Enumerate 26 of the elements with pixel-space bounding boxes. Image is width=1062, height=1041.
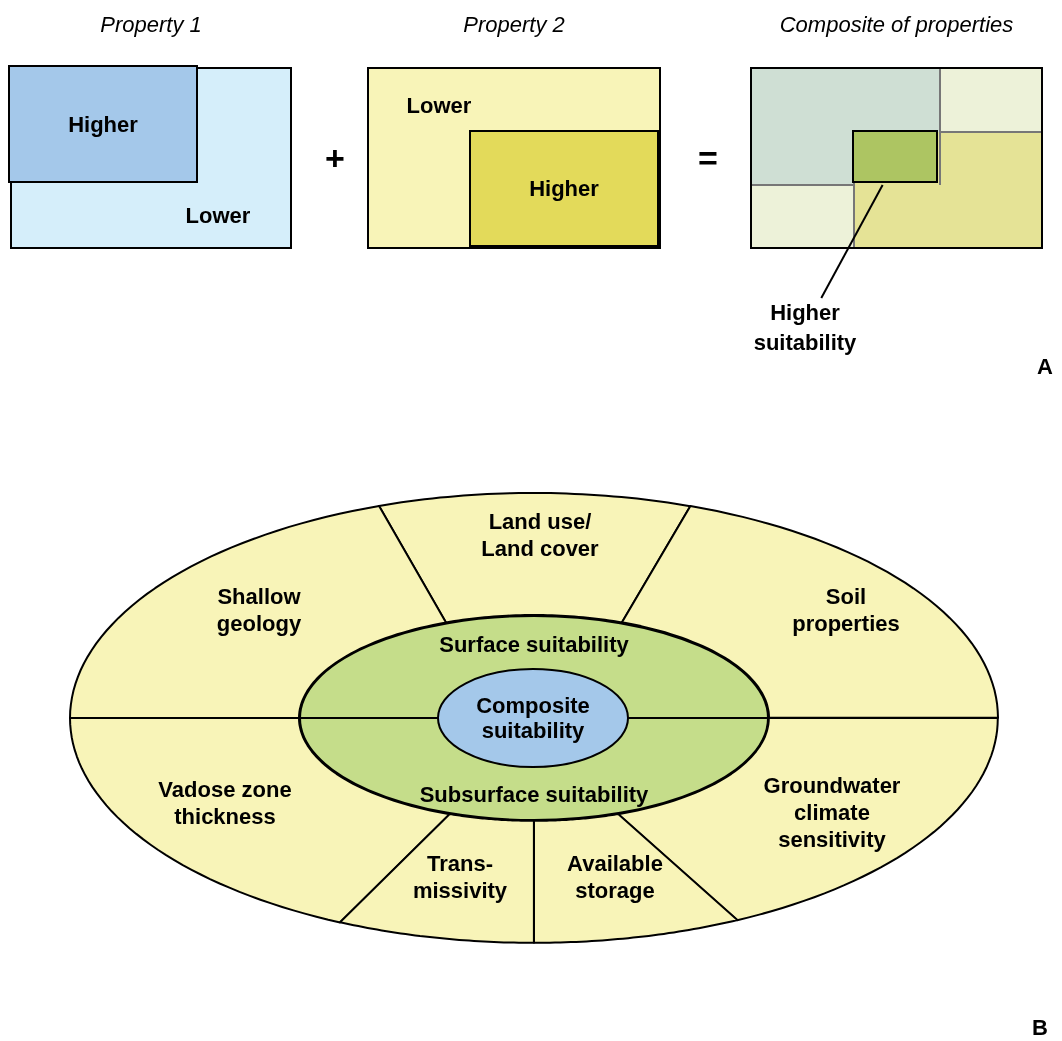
region-label: Higher (68, 110, 138, 139)
segment-label: Land use/ Land cover (480, 508, 600, 562)
panel-heading: Property 1 (100, 11, 202, 39)
region-box (469, 130, 659, 247)
zone-label: Composite suitability (475, 693, 591, 743)
region-label: Lower (185, 201, 251, 230)
region-box (852, 130, 938, 183)
segment-label: Available storage (566, 850, 664, 904)
panel-heading: Composite of properties (779, 11, 1014, 39)
callout-label: Higher suitability (740, 298, 870, 358)
segment-label: Trans- missivity (411, 850, 509, 904)
operator-symbol: = (698, 141, 718, 175)
zone-label: Surface suitability (439, 631, 629, 658)
operator-symbol: + (325, 141, 345, 175)
segment-label: Vadose zone thickness (157, 776, 293, 830)
leader-line (820, 184, 884, 299)
region-label: Lower (406, 91, 472, 120)
panel-letter: B (1032, 1017, 1048, 1039)
segment-label: Shallow geology (215, 583, 303, 637)
panel-heading: Property 2 (463, 11, 565, 39)
region-label: Higher (529, 175, 599, 203)
region-box (8, 65, 198, 183)
segment-label: Groundwater climate sensitivity (762, 771, 902, 853)
panel-letter: A (1037, 356, 1053, 378)
zone-label: Subsurface suitability (419, 781, 649, 808)
segment-label: Soil properties (791, 583, 901, 637)
